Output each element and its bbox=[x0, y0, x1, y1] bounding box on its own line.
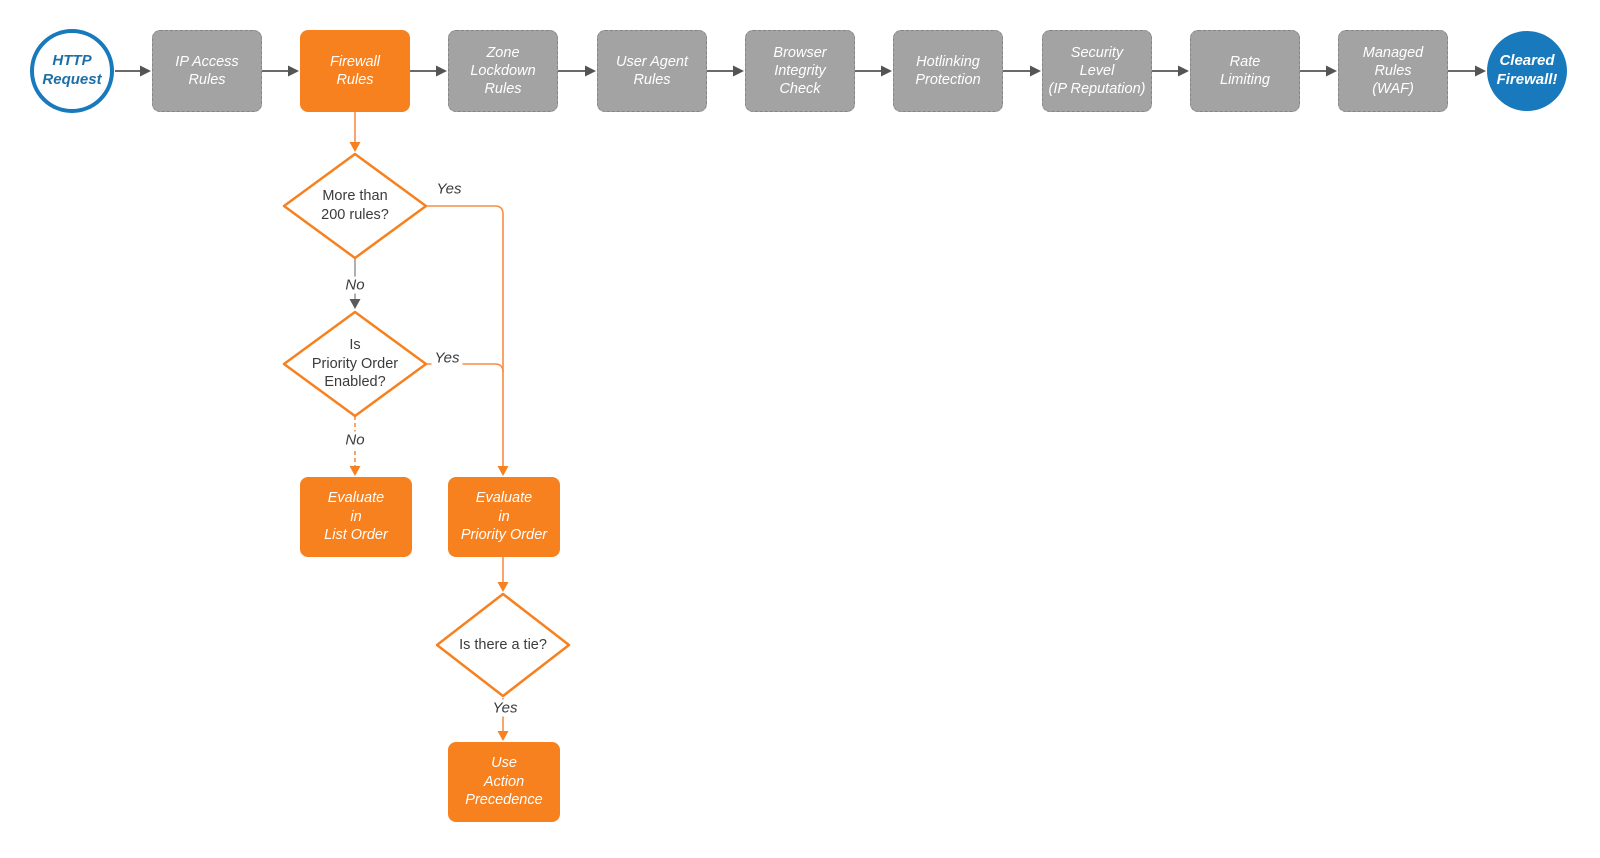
arrowhead-right-icon bbox=[733, 65, 744, 77]
diamond-shape bbox=[282, 152, 428, 260]
node-use-action-precedence: Use Action Precedence bbox=[448, 742, 560, 822]
arrow-hotlinking-to-security-level bbox=[1003, 65, 1041, 77]
arrow-ip-access-to-firewall bbox=[262, 65, 299, 77]
node-cleared-firewall: Cleared Firewall! bbox=[1487, 31, 1567, 111]
node-label: HTTP Request bbox=[42, 52, 102, 88]
arrow-security-level-to-rate-limiting bbox=[1152, 65, 1189, 77]
edge-label-no-priority: No bbox=[342, 431, 368, 449]
arrowhead-down-icon bbox=[497, 466, 509, 476]
arrowhead-right-icon bbox=[881, 65, 892, 77]
node-label: User Agent Rules bbox=[616, 53, 688, 88]
arrow-rate-limiting-to-managed-rules bbox=[1300, 65, 1337, 77]
node-security-level-ip-reputation: Security Level (IP Reputation) bbox=[1042, 30, 1152, 112]
arrow-line bbox=[427, 363, 504, 373]
arrow-zone-lockdown-to-user-agent bbox=[558, 65, 596, 77]
node-label: Managed Rules (WAF) bbox=[1362, 44, 1424, 98]
arrow-start-to-ip-access bbox=[115, 65, 151, 77]
edge-label-no-more-rules: No bbox=[342, 276, 368, 294]
arrowhead-right-icon bbox=[1326, 65, 1337, 77]
edge-label-yes-tie: Yes bbox=[489, 699, 521, 717]
arrowhead-right-icon bbox=[140, 65, 151, 77]
node-label: Firewall Rules bbox=[330, 53, 380, 88]
decision-label: Is there a tie? bbox=[459, 636, 547, 653]
arrowhead-down-icon bbox=[349, 299, 361, 309]
diamond-outline bbox=[282, 152, 428, 260]
node-label: Rate Limiting bbox=[1220, 53, 1270, 88]
arrow-no-to-evaluate-list-order bbox=[349, 416, 361, 476]
arrowhead-down-icon bbox=[497, 731, 509, 741]
arrow-line bbox=[427, 205, 504, 466]
arrowhead-down-icon bbox=[497, 582, 509, 592]
arrow-user-agent-to-browser-integrity bbox=[707, 65, 744, 77]
node-ip-access-rules: IP Access Rules bbox=[152, 30, 262, 112]
node-label: Security Level (IP Reputation) bbox=[1048, 44, 1146, 98]
edge-label-yes-more-rules: Yes bbox=[433, 180, 465, 198]
node-label: IP Access Rules bbox=[175, 53, 239, 88]
node-user-agent-rules: User Agent Rules bbox=[597, 30, 707, 112]
arrow-firewall-to-zone-lockdown bbox=[410, 65, 447, 77]
node-evaluate-in-list-order: Evaluate in List Order bbox=[300, 477, 412, 557]
arrow-yes-more-rules-to-evaluate-priority bbox=[427, 205, 509, 476]
node-browser-integrity-check: Browser Integrity Check bbox=[745, 30, 855, 112]
arrowhead-down-icon bbox=[349, 466, 361, 476]
node-managed-rules-waf: Managed Rules (WAF) bbox=[1338, 30, 1448, 112]
arrowhead-right-icon bbox=[288, 65, 299, 77]
node-zone-lockdown-rules: Zone Lockdown Rules bbox=[448, 30, 558, 112]
decision-label: Is Priority Order Enabled? bbox=[311, 336, 399, 391]
node-label: Hotlinking Protection bbox=[915, 53, 981, 88]
arrowhead-right-icon bbox=[1475, 65, 1486, 77]
edge-label-yes-priority: Yes bbox=[431, 349, 463, 367]
arrow-browser-integrity-to-hotlinking bbox=[855, 65, 892, 77]
node-label: Zone Lockdown Rules bbox=[470, 44, 536, 98]
node-label: Use Action Precedence bbox=[465, 754, 543, 809]
arrowhead-right-icon bbox=[1030, 65, 1041, 77]
diamond-shape bbox=[282, 310, 428, 418]
diamond-outline bbox=[282, 310, 428, 418]
node-hotlinking-protection: Hotlinking Protection bbox=[893, 30, 1003, 112]
node-evaluate-in-priority-order: Evaluate in Priority Order bbox=[448, 477, 560, 557]
node-firewall-rules: Firewall Rules bbox=[300, 30, 410, 112]
arrow-priority-to-decision-tie bbox=[497, 557, 509, 592]
diamond-outline bbox=[435, 592, 571, 698]
arrowhead-right-icon bbox=[585, 65, 596, 77]
node-label: Cleared Firewall! bbox=[1496, 52, 1558, 88]
decision-priority-order-enabled: Is Priority Order Enabled? bbox=[282, 310, 428, 418]
arrow-yes-priority-merge bbox=[427, 363, 504, 373]
arrowhead-right-icon bbox=[436, 65, 447, 77]
arrowhead-right-icon bbox=[1178, 65, 1189, 77]
node-rate-limiting: Rate Limiting bbox=[1190, 30, 1300, 112]
arrow-firewall-to-decision-more-rules bbox=[349, 112, 361, 152]
node-label: Browser Integrity Check bbox=[773, 44, 827, 98]
decision-label: More than 200 rules? bbox=[321, 188, 389, 223]
decision-more-than-200-rules: More than 200 rules? bbox=[282, 152, 428, 260]
node-label: Evaluate in List Order bbox=[324, 489, 388, 544]
arrowhead-down-icon bbox=[349, 142, 361, 152]
diamond-shape bbox=[435, 592, 571, 698]
arrow-managed-rules-to-cleared bbox=[1448, 65, 1486, 77]
node-http-request: HTTP Request bbox=[30, 29, 114, 113]
node-label: Evaluate in Priority Order bbox=[460, 489, 548, 544]
decision-is-there-a-tie: Is there a tie? bbox=[435, 592, 571, 698]
